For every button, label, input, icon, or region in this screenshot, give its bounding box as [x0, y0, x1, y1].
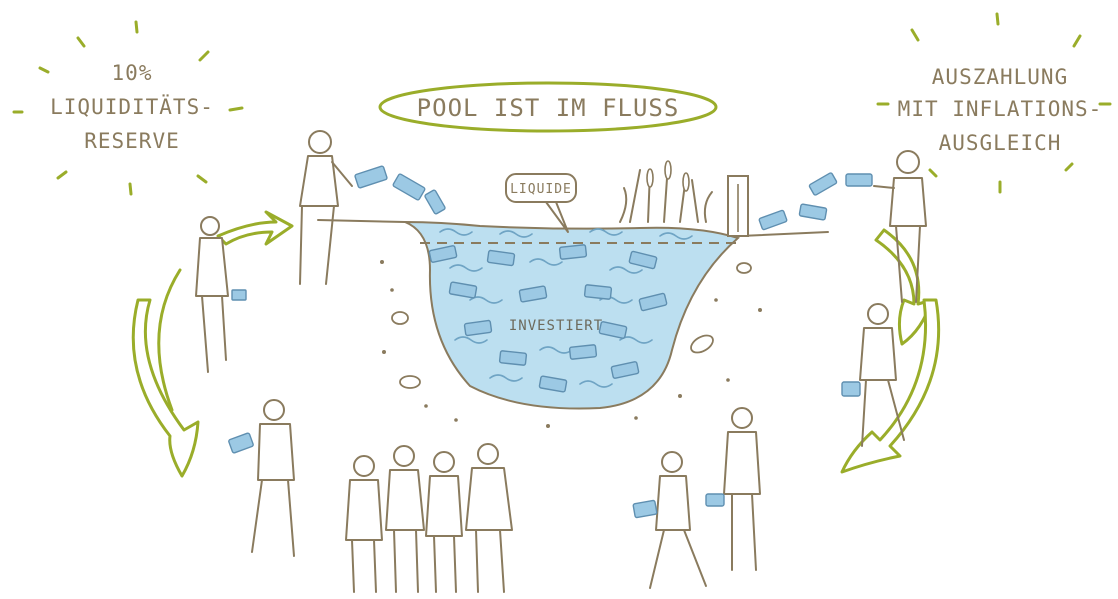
outgoing-banknotes	[759, 172, 872, 230]
reserve-label-line1: 10%	[112, 61, 153, 85]
pool: INVESTIERT	[405, 222, 740, 409]
person-women-pair	[633, 408, 760, 588]
payout-label-line2: MIT INFLATIONS-	[898, 97, 1103, 121]
person-walker-2	[228, 400, 294, 556]
outlet-gate-icon	[728, 176, 748, 236]
person-group	[346, 444, 512, 592]
reserve-label-line3: RESERVE	[84, 129, 180, 153]
person-walker-1	[196, 217, 246, 372]
reserve-label-group: 10% LIQUIDITÄTS- RESERVE	[14, 22, 242, 194]
payout-label-line1: AUSZAHLUNG	[932, 65, 1068, 89]
invested-label: INVESTIERT	[509, 318, 603, 334]
payout-label-line3: AUSGLEICH	[939, 131, 1062, 155]
reserve-label-line2: LIQUIDITÄTS-	[50, 94, 214, 119]
liquid-label: LIQUIDE	[510, 182, 572, 197]
incoming-banknotes	[355, 166, 446, 215]
person-depositor	[300, 131, 352, 284]
reeds-icon	[620, 161, 712, 222]
title-text: POOL IST IM FLUSS	[417, 94, 680, 122]
liquid-callout: LIQUIDE	[506, 174, 576, 232]
title-group: POOL IST IM FLUSS	[380, 83, 716, 131]
